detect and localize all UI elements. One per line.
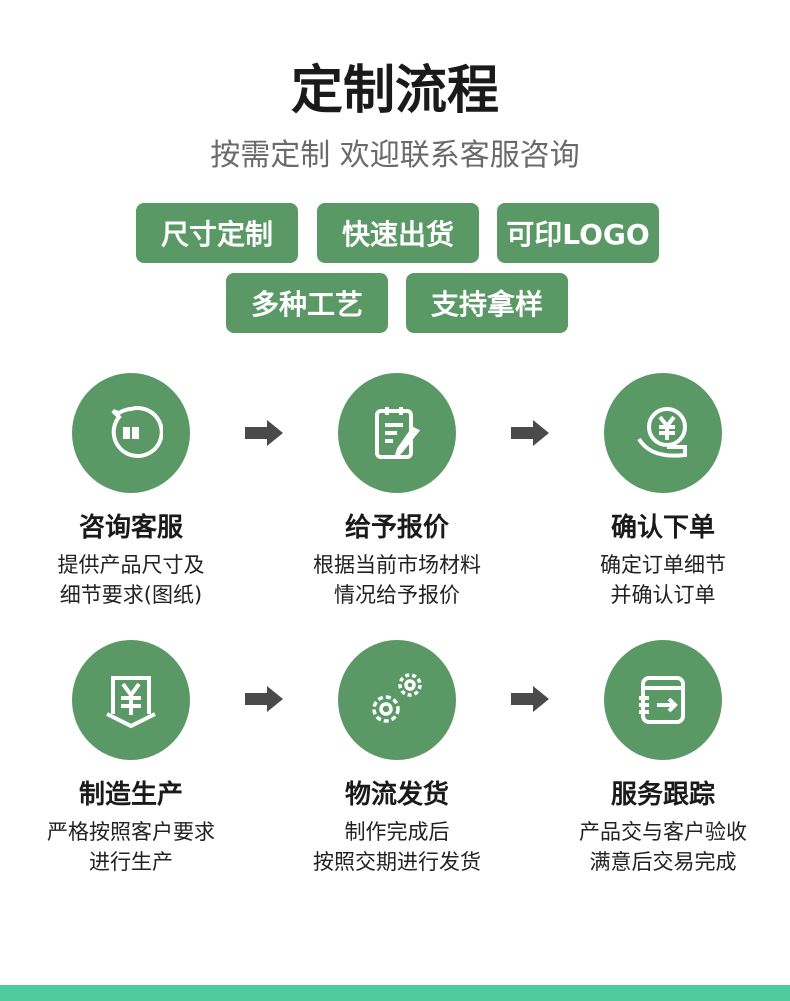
step-desc: 产品交与客户验收 — [579, 820, 747, 844]
step-title: 咨询客服 — [78, 513, 183, 543]
box-arrow-icon — [604, 640, 722, 760]
step-desc: 并确认订单 — [610, 583, 716, 607]
arrow-right-icon — [511, 420, 549, 446]
step-desc: 制作完成后 — [344, 820, 450, 844]
arrow-right-icon — [245, 420, 283, 446]
step-desc: 提供产品尺寸及 — [57, 553, 205, 577]
page-title: 定制流程 — [290, 61, 499, 121]
bottom-bar — [0, 985, 790, 1001]
gears-icon — [338, 640, 456, 760]
step-title: 服务跟踪 — [610, 780, 715, 810]
chat-bubble-icon — [72, 373, 190, 493]
step-desc: 细节要求(图纸) — [59, 583, 203, 607]
clipboard-edit-icon — [338, 373, 456, 493]
tag-logo: 可印LOGO — [497, 203, 659, 263]
step-consult: 咨询客服 提供产品尺寸及细节要求(图纸) — [11, 373, 251, 610]
step-desc: 进行生产 — [89, 850, 173, 874]
step-production: 制造生产 严格按照客户要求进行生产 — [11, 640, 251, 877]
step-desc: 严格按照客户要求 — [47, 820, 215, 844]
step-desc: 确定订单细节 — [600, 553, 726, 577]
step-desc: 情况给予报价 — [334, 583, 460, 607]
step-quote: 给予报价 根据当前市场材料情况给予报价 — [277, 373, 517, 610]
tag-craft: 多种工艺 — [226, 273, 388, 333]
step-desc: 按照交期进行发货 — [313, 850, 481, 874]
page-subtitle: 按需定制 欢迎联系客服咨询 — [210, 138, 580, 173]
tag-sample: 支持拿样 — [406, 273, 568, 333]
tag-fast-ship: 快速出货 — [317, 203, 479, 263]
step-title: 确认下单 — [610, 513, 715, 543]
step-desc: 满意后交易完成 — [589, 850, 737, 874]
arrow-right-icon — [245, 686, 283, 712]
arrow-right-icon — [511, 686, 549, 712]
yen-shield-icon — [72, 640, 190, 760]
step-title: 制造生产 — [78, 780, 183, 810]
step-title: 给予报价 — [344, 513, 449, 543]
step-desc: 根据当前市场材料 — [313, 553, 481, 577]
step-confirm: 确认下单 确定订单细节并确认订单 — [543, 373, 783, 610]
tag-size: 尺寸定制 — [136, 203, 298, 263]
step-service: 服务跟踪 产品交与客户验收满意后交易完成 — [543, 640, 783, 877]
step-title: 物流发货 — [344, 780, 449, 810]
yen-hand-icon — [604, 373, 722, 493]
step-shipping: 物流发货 制作完成后按照交期进行发货 — [277, 640, 517, 877]
